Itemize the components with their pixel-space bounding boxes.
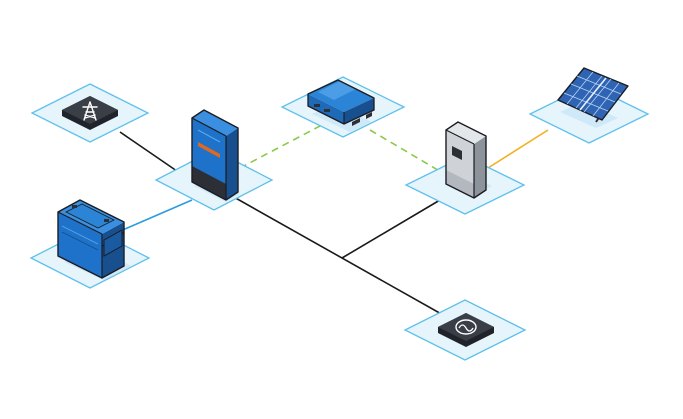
- link-gx-device-to-pv-inverter: [369, 129, 449, 177]
- link-inverter-charger-to-gx-device: [239, 125, 321, 169]
- pv-inverter-device: [445, 121, 492, 199]
- inverter-charger-device: [191, 109, 240, 202]
- link-pv-inverter-to-ac-bus: [341, 199, 441, 259]
- ac-loads-device: [438, 313, 494, 347]
- grid-device: [62, 96, 118, 130]
- ac-sine-wave-icon: [455, 319, 477, 335]
- solar-panel-device: [557, 67, 629, 128]
- transmission-tower-icon: [82, 101, 98, 121]
- gx-device: [307, 79, 375, 132]
- link-battery-to-inverter-charger: [117, 199, 193, 233]
- connection-lines: [117, 125, 549, 321]
- battery-device: [57, 199, 132, 280]
- link-solar-panel-to-pv-inverter: [487, 129, 549, 169]
